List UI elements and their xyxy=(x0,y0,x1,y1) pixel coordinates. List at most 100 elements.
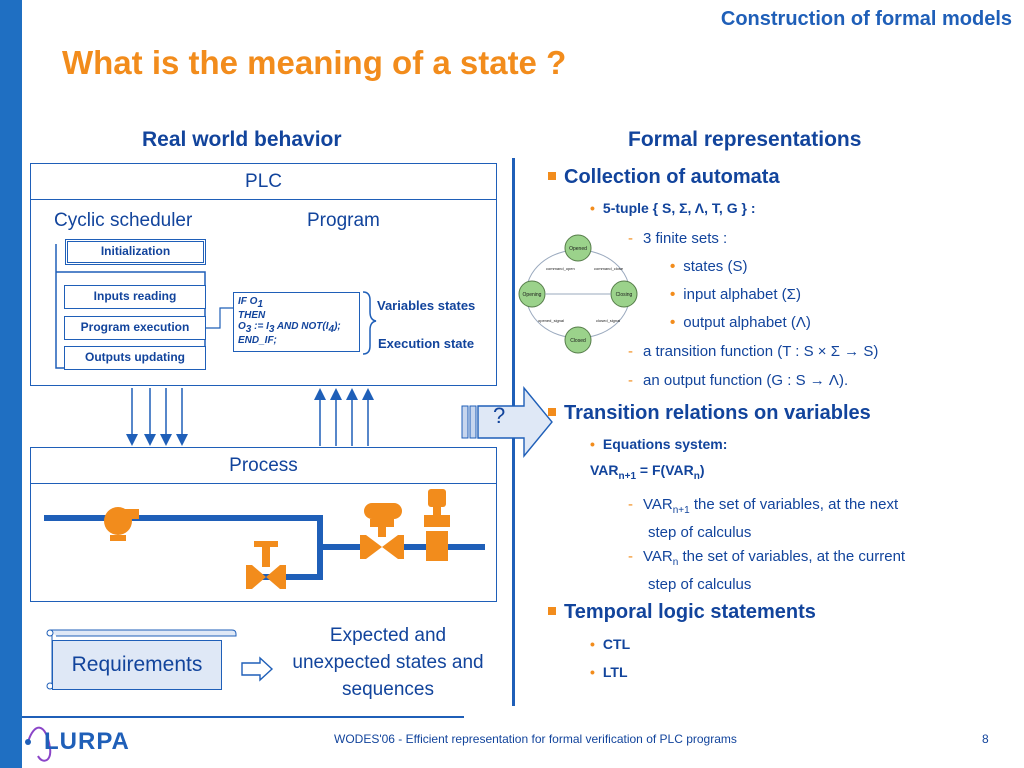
dash-bullet-icon: - xyxy=(628,548,633,565)
requirements-scroll xyxy=(46,629,237,690)
states-text: states (S) xyxy=(683,258,748,275)
automaton-state-label: Closed xyxy=(570,338,586,344)
execution-state-label: Execution state xyxy=(378,336,475,351)
code-sub-3c: 4 xyxy=(328,324,335,335)
square-bullet-icon xyxy=(548,171,556,180)
code-sub-3b: 3 xyxy=(268,324,275,335)
var-cur-c: step of calculus xyxy=(648,576,752,593)
ctl-text: CTL xyxy=(602,636,631,652)
dot-bullet-icon: • xyxy=(670,286,676,303)
list-item-temporal: Temporal logic statements xyxy=(548,601,816,624)
state-opened: Opened xyxy=(564,234,592,262)
square-bullet-icon xyxy=(548,407,556,416)
equations-text: Equations system: xyxy=(602,436,728,452)
requirements-arrow xyxy=(241,656,274,682)
dot-bullet-icon: • xyxy=(670,314,676,331)
automaton-state-label: Opening xyxy=(523,292,542,298)
temporal-text: Temporal logic statements xyxy=(564,601,816,623)
cyclic-scheduler-label: Cyclic scheduler xyxy=(54,210,193,231)
var-next-sub: n+1 xyxy=(672,505,690,516)
dash-bullet-icon: - xyxy=(628,343,633,360)
automaton-state-label: Opened xyxy=(569,246,587,252)
dot-bullet-icon: • xyxy=(590,636,595,652)
sensor-icon xyxy=(424,489,450,561)
var-cur-b: the set of variables, at the current xyxy=(678,548,906,565)
dash-bullet-icon: - xyxy=(628,230,633,247)
variables-states-label: Variables states xyxy=(377,298,476,313)
expected-states-text: Expected and unexpected states and seque… xyxy=(292,625,484,700)
dash-bullet-icon: - xyxy=(628,372,633,389)
list-item-output-alphabet: • output alphabet (Λ) xyxy=(670,314,811,331)
lurpa-logo: LURPA xyxy=(44,728,130,755)
code-line-2: THEN xyxy=(238,310,266,321)
manual-valve-icon xyxy=(246,541,286,589)
program-label: Program xyxy=(307,210,380,231)
automata-text: Collection of automata xyxy=(564,166,780,188)
code-line-1: IF O xyxy=(238,296,258,307)
var-next-b: the set of variables, at the next xyxy=(689,496,899,513)
square-bullet-icon xyxy=(548,606,556,615)
io-arrows xyxy=(126,388,374,446)
list-item-var-current: -VARn the set of variables, at the curre… xyxy=(628,546,905,596)
dot-bullet-icon: • xyxy=(590,664,595,680)
process-label: Process xyxy=(30,447,497,484)
list-item-output-function: -an output function (G : S → Λ). xyxy=(628,372,848,389)
var-cur-sub: n xyxy=(672,557,679,568)
list-item-ltl: • LTL xyxy=(590,664,628,680)
footer-text: WODES'06 - Efficient representation for … xyxy=(334,732,737,746)
automaton-edge-label: closed_signal xyxy=(596,318,620,323)
inputs-reading-block: Inputs reading xyxy=(64,285,206,309)
var-next-c: step of calculus xyxy=(648,524,752,541)
state-braces xyxy=(362,291,377,355)
list-item-var-next: -VARn+1 the set of variables, at the nex… xyxy=(628,494,898,544)
program-code: IF O1 THEN O3 := I3 AND NOT(I4); END_IF; xyxy=(233,292,360,352)
left-accent-bar xyxy=(0,0,22,768)
outputs-updating-block: Outputs updating xyxy=(64,346,206,370)
footer-divider xyxy=(22,716,464,718)
list-item-ctl: • CTL xyxy=(590,636,630,652)
code-line-3d: ); xyxy=(334,321,341,332)
slide-title: What is the meaning of a state ? xyxy=(62,44,567,81)
list-item-equations: •Equations system: xyxy=(590,436,727,452)
meaning-arrow xyxy=(461,386,553,458)
list-item-states: • states (S) xyxy=(670,258,747,275)
transition-function-text: a transition function (T : S × Σ → S) xyxy=(643,343,879,360)
input-alphabet-text: input alphabet (Σ) xyxy=(683,286,801,303)
code-line-3b: := I xyxy=(251,321,269,332)
question-mark: ? xyxy=(493,403,506,428)
list-item-input-alphabet: • input alphabet (Σ) xyxy=(670,286,801,303)
program-execution-block: Program execution xyxy=(64,316,206,340)
list-item-transition-relations: Transition relations on variables xyxy=(548,402,871,425)
automaton-edge-label: command_open xyxy=(546,266,575,271)
code-sub-3a: 3 xyxy=(245,324,252,335)
page-number: 8 xyxy=(982,732,989,746)
dash-bullet-icon: - xyxy=(628,496,633,513)
state-opening: Opening xyxy=(518,280,546,308)
code-line-4: END_IF; xyxy=(238,335,277,346)
actuated-valve-icon xyxy=(360,503,404,559)
plc-label: PLC xyxy=(30,163,497,200)
requirements-box: Requirements xyxy=(52,640,222,690)
output-function-text: an output function (G : S → Λ). xyxy=(643,372,849,389)
var-equation: VARn+1 = F(VARn) xyxy=(590,462,705,482)
automaton-edge-label: opened_signal xyxy=(538,318,564,323)
code-sub-1: 1 xyxy=(257,299,264,310)
code-line-3c: AND NOT(I xyxy=(274,321,329,332)
finite-sets-text: 3 finite sets : xyxy=(643,230,728,247)
var-next-a: VAR xyxy=(643,496,673,513)
list-item-finite-sets: -3 finite sets : xyxy=(628,230,727,247)
output-alphabet-text: output alphabet (Λ) xyxy=(683,314,811,331)
automaton-edge-label: command_close xyxy=(594,266,624,271)
list-item-transition-function: -a transition function (T : S × Σ → S) xyxy=(628,343,878,360)
section-title: Construction of formal models xyxy=(720,8,1012,30)
right-column-title: Formal representations xyxy=(628,128,862,151)
process-diagram xyxy=(44,489,485,589)
dot-bullet-icon: • xyxy=(590,200,595,216)
pump-icon xyxy=(104,507,139,541)
dot-bullet-icon: • xyxy=(670,258,676,275)
state-closing: Closing xyxy=(610,280,638,308)
ltl-text: LTL xyxy=(602,664,628,680)
code-line-3a: O xyxy=(238,321,246,332)
list-item-automata: Collection of automata xyxy=(548,166,780,189)
code-connector xyxy=(206,307,233,329)
